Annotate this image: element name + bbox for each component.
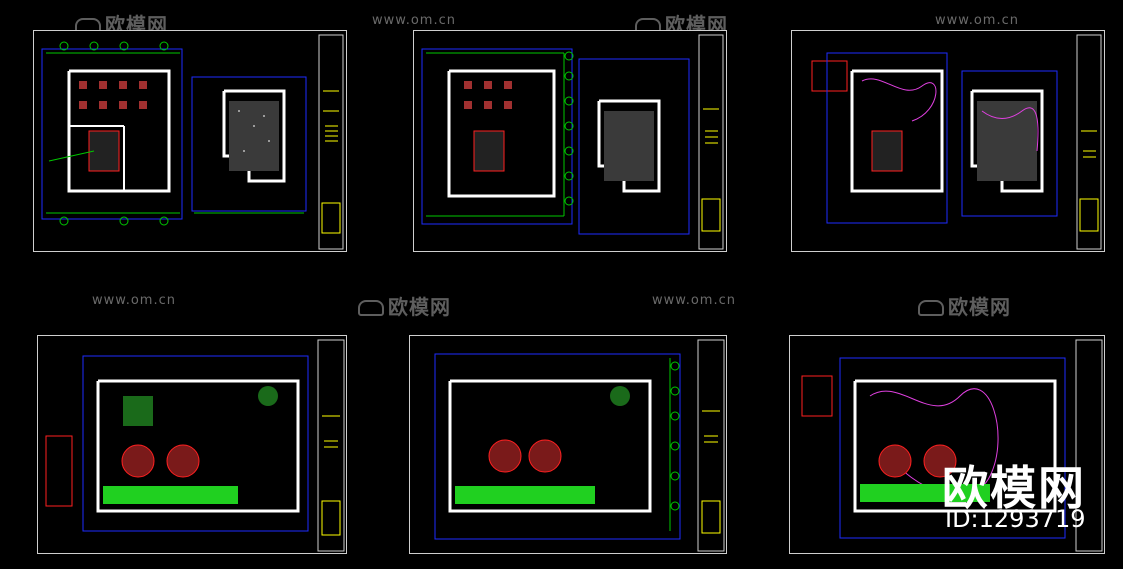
watermark-logo-text: 欧模网 xyxy=(948,295,1011,319)
sofa-logo-icon xyxy=(358,300,384,316)
drawing-canvas xyxy=(811,34,1102,250)
watermark-url: www.om.cn xyxy=(652,293,736,308)
drawing-canvas xyxy=(801,339,1103,552)
drawing-sheet-ceiling-dims[interactable] xyxy=(413,30,727,252)
watermark-logo: 欧模网 xyxy=(918,291,1011,320)
drawing-sheet-ceiling-lighting[interactable] xyxy=(791,30,1105,252)
brand-logo: 欧模网 xyxy=(942,461,1086,515)
drawing-sheet-plan-dims[interactable] xyxy=(409,335,727,554)
drawing-canvas xyxy=(41,34,344,250)
drawing-canvas xyxy=(45,339,345,552)
drawing-canvas xyxy=(434,339,725,552)
watermark-url: www.om.cn xyxy=(92,293,176,308)
watermark-logo-text: 欧模网 xyxy=(388,295,451,319)
watermark-url: www.om.cn xyxy=(935,13,1019,28)
watermark-logo: 欧模网 xyxy=(358,291,451,320)
sofa-logo-icon xyxy=(918,300,944,316)
model-id: ID:1293719 xyxy=(945,505,1086,533)
drawing-canvas xyxy=(421,34,724,250)
watermark-url: www.om.cn xyxy=(372,13,456,28)
drawing-sheet-plan-lighting[interactable] xyxy=(789,335,1105,554)
drawing-sheet-ceiling[interactable] xyxy=(33,30,347,252)
drawing-sheet-plan[interactable] xyxy=(37,335,347,554)
